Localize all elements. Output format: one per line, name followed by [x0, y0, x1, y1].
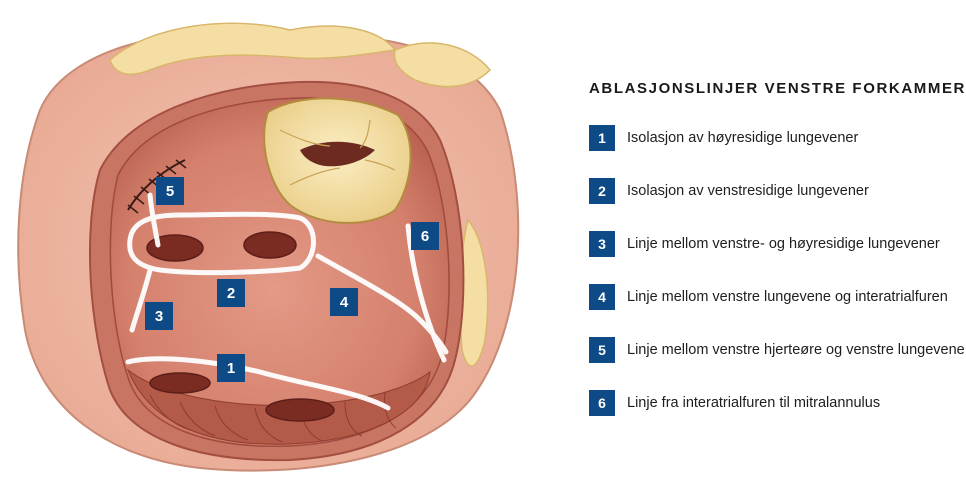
legend-item-6: 6 Linje fra interatrialfuren til mitrala…	[589, 389, 966, 416]
marker-4: 4	[330, 288, 358, 316]
legend: ABLASJONSLINJER VENSTRE FORKAMMER 1 Isol…	[589, 80, 966, 442]
legend-label: Isolasjon av høyresidige lungevener	[627, 130, 858, 146]
legend-item-4: 4 Linje mellom venstre lungevene og inte…	[589, 283, 966, 310]
legend-item-1: 1 Isolasjon av høyresidige lungevener	[589, 124, 966, 151]
legend-number-badge: 5	[589, 337, 615, 363]
legend-number-badge: 4	[589, 284, 615, 310]
legend-title: ABLASJONSLINJER VENSTRE FORKAMMER	[589, 80, 966, 97]
legend-label: Linje mellom venstre- og høyresidige lun…	[627, 236, 940, 252]
legend-number-badge: 6	[589, 390, 615, 416]
marker-1: 1	[217, 354, 245, 382]
marker-6: 6	[411, 222, 439, 250]
marker-2: 2	[217, 279, 245, 307]
legend-item-3: 3 Linje mellom venstre- og høyresidige l…	[589, 230, 966, 257]
heart-illustration: 1 2 3 4 5 6	[0, 0, 560, 479]
legend-number-badge: 3	[589, 231, 615, 257]
legend-item-5: 5 Linje mellom venstre hjerteøre og vens…	[589, 336, 966, 363]
legend-label: Isolasjon av venstresidige lungevener	[627, 183, 869, 199]
marker-3: 3	[145, 302, 173, 330]
left-lower-vein-ostium	[244, 232, 296, 258]
legend-number-badge: 1	[589, 125, 615, 151]
marker-5: 5	[156, 177, 184, 205]
right-lower-vein-ostium	[150, 373, 210, 393]
right-upper-vein-ostium	[266, 399, 334, 421]
left-atrium-drawing	[0, 0, 560, 479]
legend-label: Linje mellom venstre lungevene og intera…	[627, 289, 948, 305]
legend-item-2: 2 Isolasjon av venstresidige lungevener	[589, 177, 966, 204]
legend-label: Linje fra interatrialfuren til mitralann…	[627, 395, 880, 411]
legend-label: Linje mellom venstre hjerteøre og venstr…	[627, 342, 965, 358]
legend-number-badge: 2	[589, 178, 615, 204]
